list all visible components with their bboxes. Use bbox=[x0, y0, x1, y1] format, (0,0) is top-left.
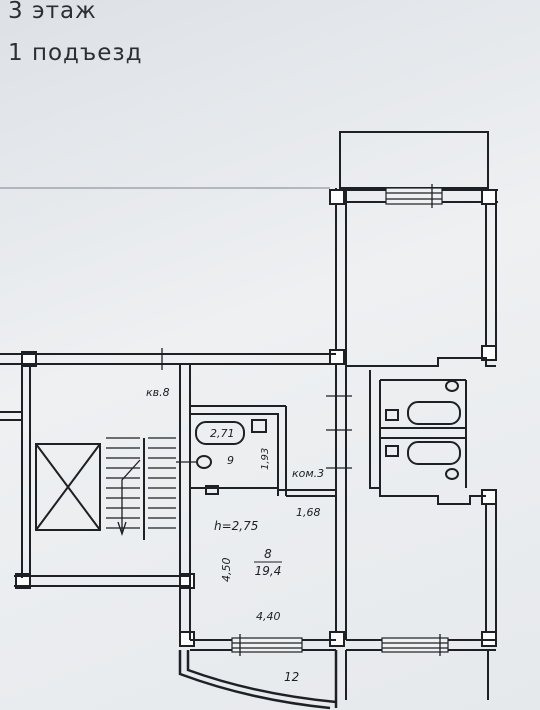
ceiling-height: h=2,75 bbox=[214, 519, 258, 533]
dimension-ticks bbox=[161, 184, 441, 656]
bath-number: 9 bbox=[227, 454, 234, 467]
bath-width: 1,93 bbox=[260, 448, 271, 470]
entrance-label: 1 подъезд bbox=[8, 40, 143, 66]
bathroom bbox=[189, 405, 336, 497]
upper-window bbox=[385, 187, 443, 205]
corridor-label: кв.8 bbox=[146, 386, 170, 399]
hall-dimension: 1,68 bbox=[296, 506, 321, 519]
floor-label: 3 этаж bbox=[8, 0, 97, 24]
staircase bbox=[106, 437, 176, 540]
right-upper-walls bbox=[330, 131, 498, 640]
room-depth: 4,50 bbox=[220, 558, 233, 583]
right-bathrooms bbox=[346, 357, 496, 505]
room-width: 4,40 bbox=[256, 610, 281, 623]
room-number: 8 bbox=[264, 547, 272, 561]
balcony-number: 12 bbox=[284, 670, 299, 684]
balcony bbox=[178, 650, 338, 710]
bottom-window bbox=[231, 637, 449, 653]
room-label: ком.3 bbox=[292, 467, 324, 480]
elevator-shaft bbox=[35, 443, 101, 531]
room-area: 19,4 bbox=[255, 564, 282, 578]
bath-area: 2,71 bbox=[210, 427, 235, 440]
